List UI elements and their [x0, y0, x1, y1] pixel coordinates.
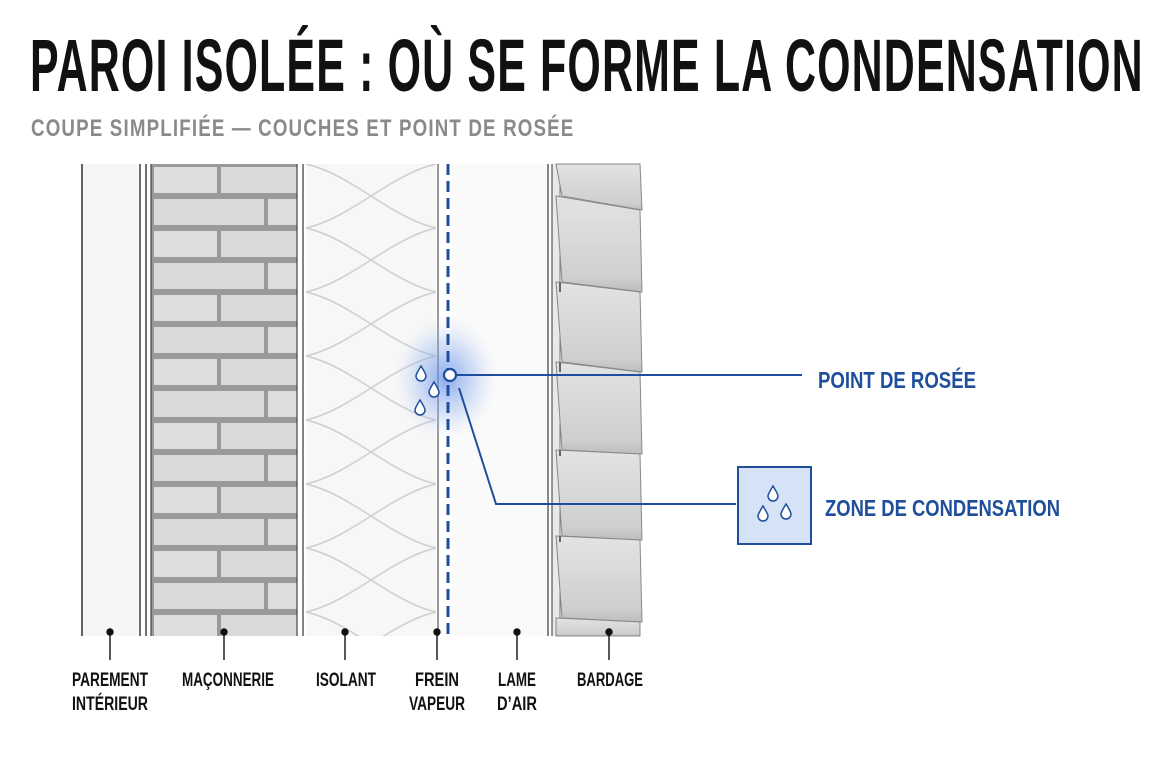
condensation-drops — [414, 364, 440, 416]
legend-drops — [757, 484, 792, 522]
dew-point-marker — [442, 367, 458, 383]
layer-labels: PAREMENT INTÉRIEUR MAÇONNERIE ISOLANT FR… — [72, 670, 643, 715]
condensation-legend-box — [737, 466, 812, 545]
water-drop-icon — [757, 504, 769, 522]
water-drop-icon — [428, 380, 440, 398]
label-frein-line1: FREIN — [415, 670, 459, 691]
water-drop-icon — [767, 484, 779, 502]
layer-pointers — [106, 628, 613, 660]
label-isolant: ISOLANT — [316, 670, 376, 691]
label-maconnerie: MAÇONNERIE — [182, 670, 274, 691]
water-drop-icon — [415, 364, 427, 382]
label-parement-line2: INTÉRIEUR — [72, 693, 148, 715]
label-lame-line1: LAME — [498, 670, 536, 691]
label-bardage: BARDAGE — [577, 670, 643, 691]
condensation-zone-label: ZONE DE CONDENSATION — [825, 495, 1060, 521]
condensation-leader — [458, 387, 736, 505]
dew-point-label: POINT DE ROSÉE — [818, 366, 976, 393]
layer-parement — [82, 164, 140, 636]
label-lame-line2: D’AIR — [497, 694, 537, 715]
water-drop-icon — [414, 398, 426, 416]
water-drop-icon — [780, 502, 792, 520]
label-parement-line1: PAREMENT — [72, 670, 148, 691]
layer-maconnerie — [151, 164, 297, 636]
page-subtitle: COUPE SIMPLIFIÉE — COUCHES ET POINT DE R… — [31, 115, 575, 142]
layer-bardage — [551, 163, 643, 637]
label-frein-line2: VAPEUR — [409, 694, 465, 715]
